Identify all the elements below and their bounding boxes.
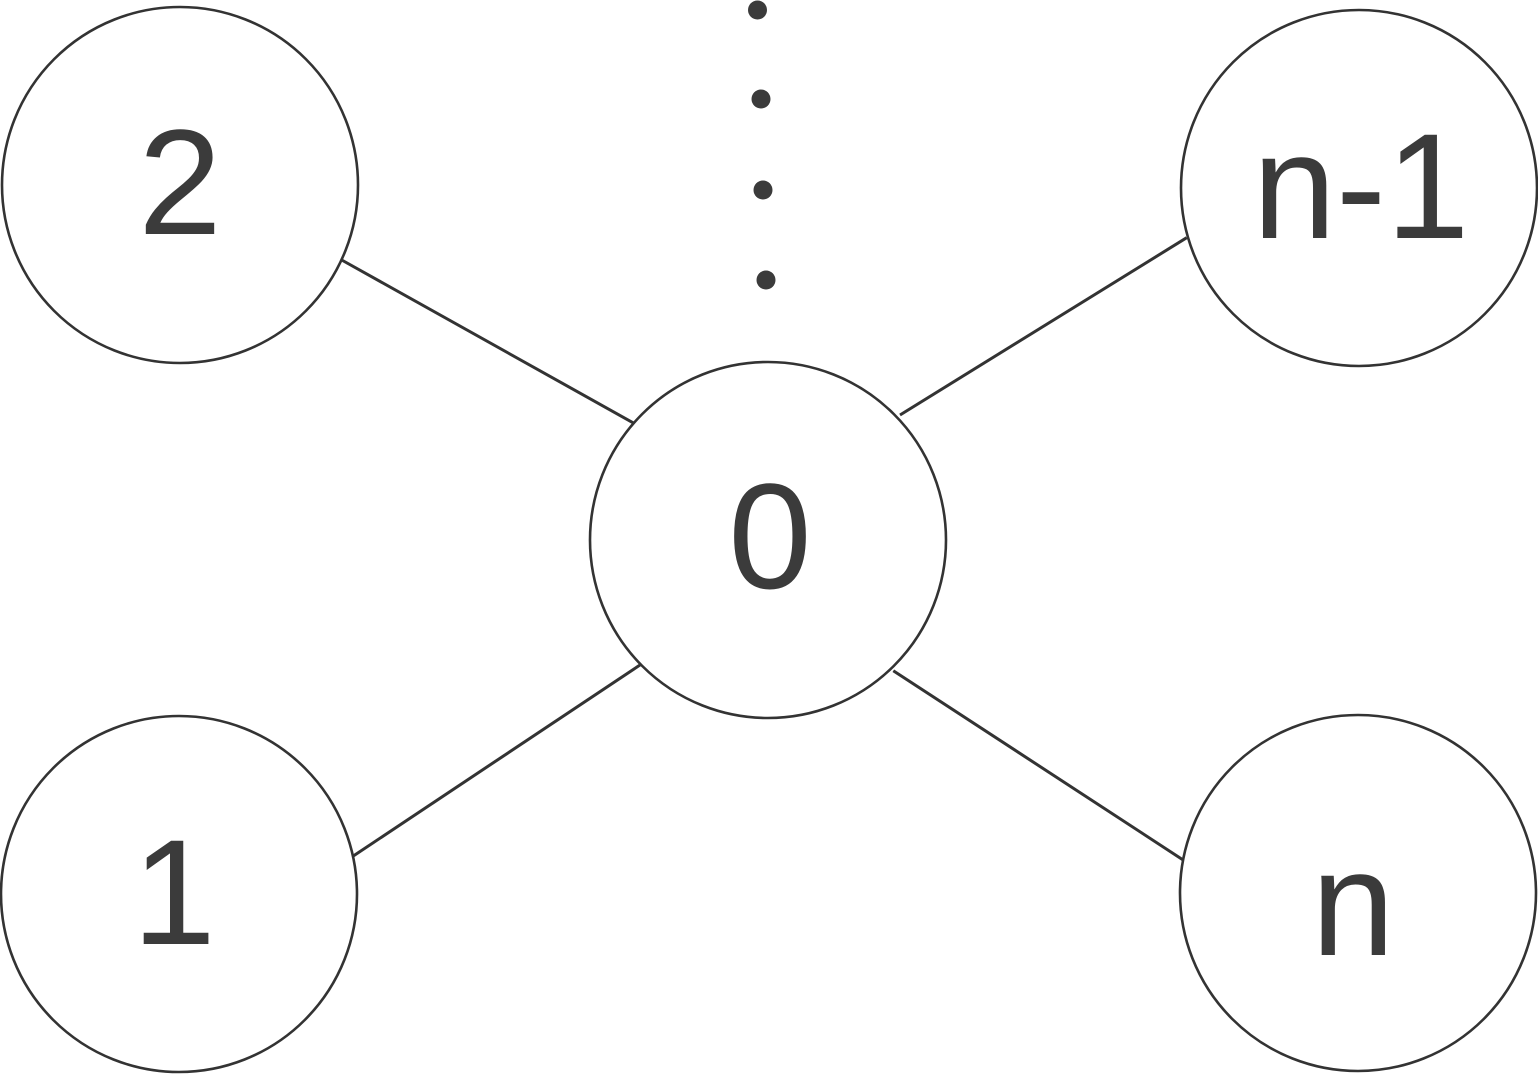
graph-node-2[interactable]: 2	[0, 5, 360, 365]
node-label-2: 2	[138, 98, 221, 266]
edge-node-n-1-to-node0	[899, 236, 1188, 417]
graph-node-1[interactable]: 1	[0, 714, 359, 1074]
edge-group	[340, 236, 1188, 862]
node-label-1: 1	[132, 808, 215, 976]
node-circle-n-minus-1[interactable]	[1179, 8, 1538, 368]
node-group: 2 n-1 0 1 n	[0, 5, 1538, 1074]
node-circle-n[interactable]	[1178, 713, 1538, 1073]
node-circle-0[interactable]	[588, 360, 948, 720]
graph-node-0[interactable]: 0	[588, 360, 948, 720]
graph-node-n-minus-1[interactable]: n-1	[1179, 8, 1538, 368]
vertical-ellipsis-icon	[748, 0, 776, 290]
node-circle-1[interactable]	[0, 714, 359, 1074]
ellipsis-dot	[748, 0, 767, 20]
ellipsis-dot	[756, 270, 776, 290]
edge-node2-to-node0	[340, 258, 635, 425]
edge-node1-to-node0	[352, 663, 641, 858]
node-circle-2[interactable]	[0, 5, 360, 365]
ellipsis-dot	[753, 180, 773, 200]
ellipsis-dot	[751, 89, 771, 109]
node-label-0: 0	[728, 452, 811, 620]
node-label-n-minus-1: n-1	[1253, 102, 1470, 270]
graph-node-n[interactable]: n	[1178, 713, 1538, 1073]
node-label-n: n	[1311, 819, 1394, 987]
edge-node0-to-node-n	[892, 669, 1186, 862]
